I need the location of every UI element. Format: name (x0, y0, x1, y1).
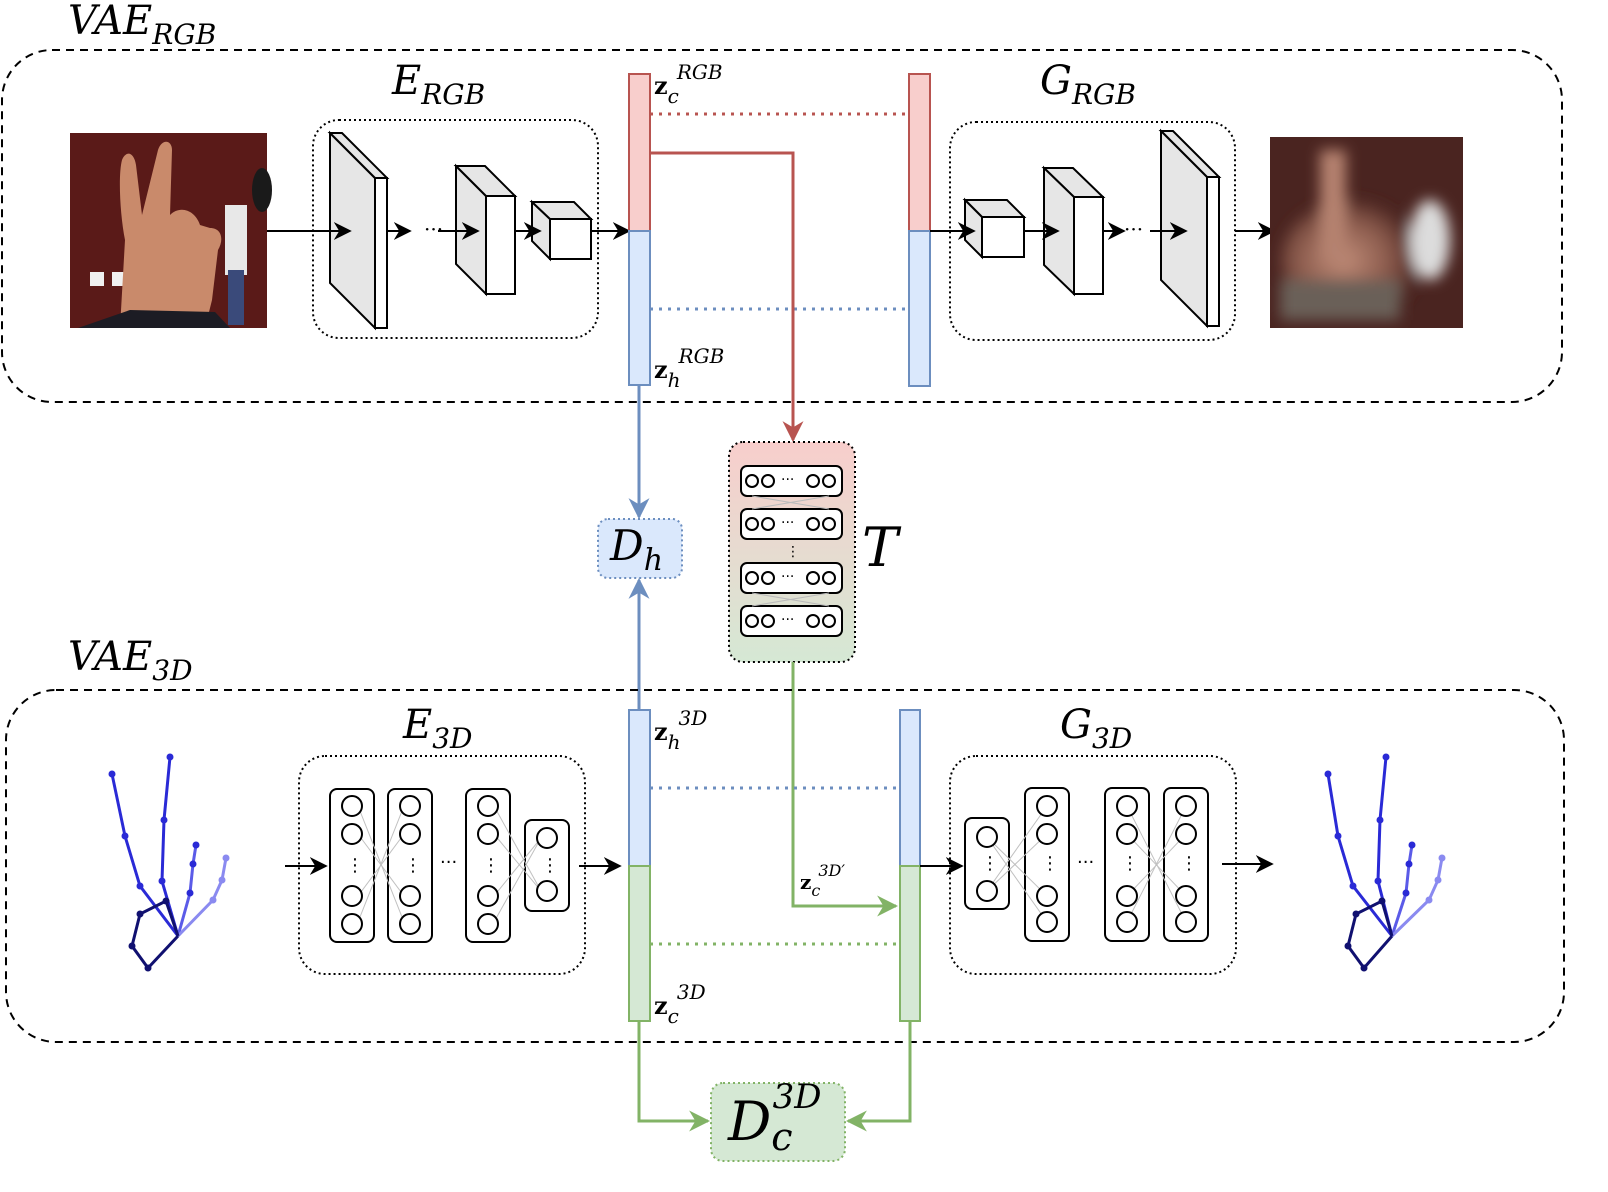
translator-label: T (862, 516, 902, 579)
latent-rgb-encoder (628, 73, 651, 386)
svg-text:⋮: ⋮ (981, 853, 999, 874)
vae-3d-frame (5, 689, 1565, 1043)
zh-3d-label: zh3D (654, 706, 707, 754)
deconv-block-small (962, 197, 1027, 260)
svg-text:⋮: ⋮ (786, 544, 800, 560)
translator-t: T ··· ··· ⋮ ··· ··· (728, 441, 902, 663)
zc-3d-prime-label: zc3D′ (800, 861, 845, 900)
dc-label: Dc3D (727, 1077, 822, 1159)
encoder-rgb-ellipsis: ··· (424, 217, 443, 241)
svg-text:···: ··· (781, 515, 794, 531)
generator-3d-neurons (976, 795, 1197, 933)
zc-rgb-label: zcRGB (654, 60, 723, 108)
conv-block-small (529, 199, 594, 262)
generator-rgb-ellipsis: ··· (1124, 217, 1143, 241)
encoder-3d-label: E3D (402, 702, 472, 755)
vae-rgb-frame (1, 49, 1563, 403)
svg-text:⋮: ⋮ (1041, 853, 1059, 874)
dh-label: Dh (609, 521, 663, 578)
svg-text:···: ··· (1077, 852, 1094, 873)
vae-3d-label: VAE3D (68, 634, 193, 687)
encoder-3d-glyphs: ⋮ ⋮ ⋮ ⋮ ··· (346, 852, 559, 876)
encoder-3d-neurons (341, 795, 558, 935)
svg-text:⋮: ⋮ (541, 855, 559, 876)
encoder-rgb: ERGB ··· (267, 58, 631, 339)
translator-connections (751, 495, 830, 607)
svg-text:⋮: ⋮ (482, 855, 500, 876)
generator-3d-label: G3D (1060, 702, 1132, 755)
vae-rgb-group: VAERGB ERGB (1, 0, 1563, 403)
svg-text:···: ··· (781, 569, 794, 585)
discriminator-dh: Dh (597, 518, 683, 579)
svg-text:···: ··· (781, 612, 794, 628)
conv-block-large (327, 130, 390, 331)
zc-3d-prime-to-dc-arrow (845, 1021, 912, 1132)
input-3d-skeleton (108, 753, 230, 972)
zc-3d-to-dc-arrow (637, 1021, 711, 1132)
zc-3d-label: zc3D (654, 980, 706, 1028)
latent-3d-encoder (628, 709, 651, 1022)
generator-3d-layers (964, 787, 1209, 942)
zh-rgb-label: zhRGB (654, 344, 724, 392)
input-rgb-image (70, 133, 272, 328)
latent-3d-generator (899, 709, 921, 1022)
encoder-rgb-label: ERGB (391, 58, 485, 111)
discriminator-dc: Dc3D (710, 1077, 846, 1162)
svg-text:···: ··· (440, 852, 457, 873)
latent-rgb-generator (908, 73, 931, 387)
generator-3d-glyphs: ⋮ ⋮ ⋮ ⋮ ··· (981, 852, 1198, 874)
svg-text:⋮: ⋮ (1121, 853, 1139, 874)
encoder-3d-layers (329, 788, 570, 943)
output-rgb-image (1270, 137, 1463, 328)
deconv-block-large (1158, 128, 1222, 329)
zc-rgb-to-translator-arrow (650, 151, 804, 443)
svg-text:⋮: ⋮ (346, 855, 364, 876)
svg-text:⋮: ⋮ (1180, 853, 1198, 874)
output-3d-skeleton (1324, 753, 1446, 972)
translator-glyphs: ··· ··· ⋮ ··· ··· (781, 472, 800, 628)
translator-to-zc-3d-arrow (791, 662, 899, 917)
generator-3d: G3D ⋮ ⋮ ⋮ (920, 702, 1274, 975)
generator-rgb-label: GRGB (1040, 58, 1136, 111)
svg-text:⋮: ⋮ (404, 855, 422, 876)
vae-3d-group: VAE3D E3D (5, 634, 1565, 1043)
translator-layers (740, 465, 843, 637)
encoder-3d: E3D ⋮ ⋮ ⋮ (285, 702, 622, 975)
encoder-3d-connections (357, 805, 542, 923)
generator-rgb: GRGB ··· (930, 58, 1276, 341)
vae-rgb-label: VAERGB (68, 0, 216, 51)
svg-text:···: ··· (781, 472, 794, 488)
translator-neurons (745, 474, 836, 628)
generator-3d-connections (986, 805, 1187, 923)
